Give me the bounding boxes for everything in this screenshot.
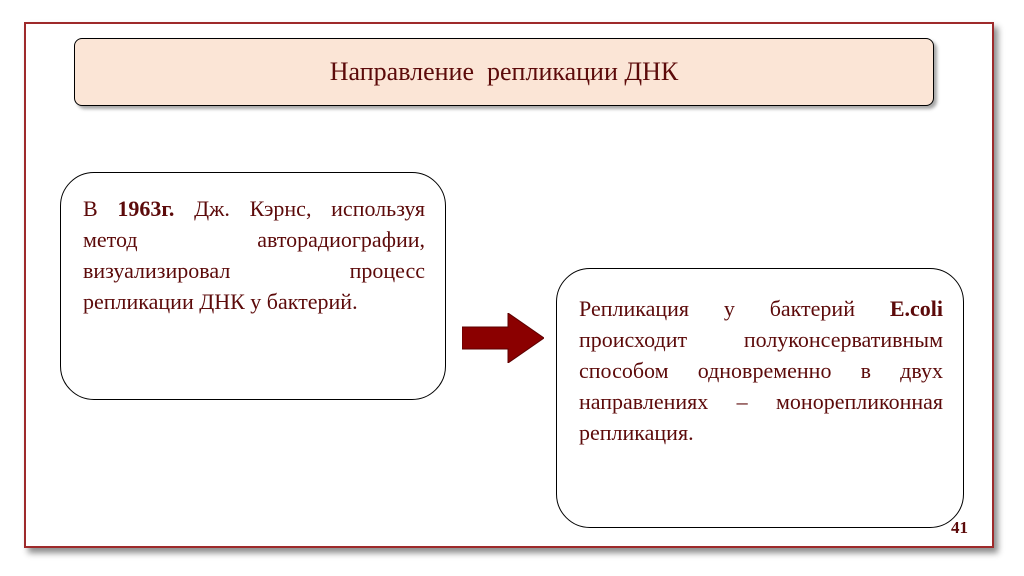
right-text-box: Репликация у бактерий E.coli происходит … <box>556 268 964 528</box>
right-text-part1: Репликация у бактерий <box>579 296 890 321</box>
page-number: 41 <box>951 518 968 537</box>
left-text-box: В 1963г. Дж. Кэрнс, используя метод авто… <box>60 172 446 400</box>
right-text-part2: происходит полуконсервативным способом о… <box>579 327 943 445</box>
slide-title: Направление репликации ДНК <box>329 57 679 86</box>
left-text-part2: Дж. Кэрнс, используя метод авторадиограф… <box>83 196 425 314</box>
slide-frame: Направление репликации ДНК В 1963г. Дж. … <box>24 22 994 548</box>
title-box: Направление репликации ДНК <box>74 38 934 106</box>
arrow-right-icon <box>462 313 544 363</box>
right-text-organism: E.coli <box>889 296 943 321</box>
left-text-year: 1963г. <box>117 196 175 221</box>
left-text-part1: В <box>83 196 118 221</box>
